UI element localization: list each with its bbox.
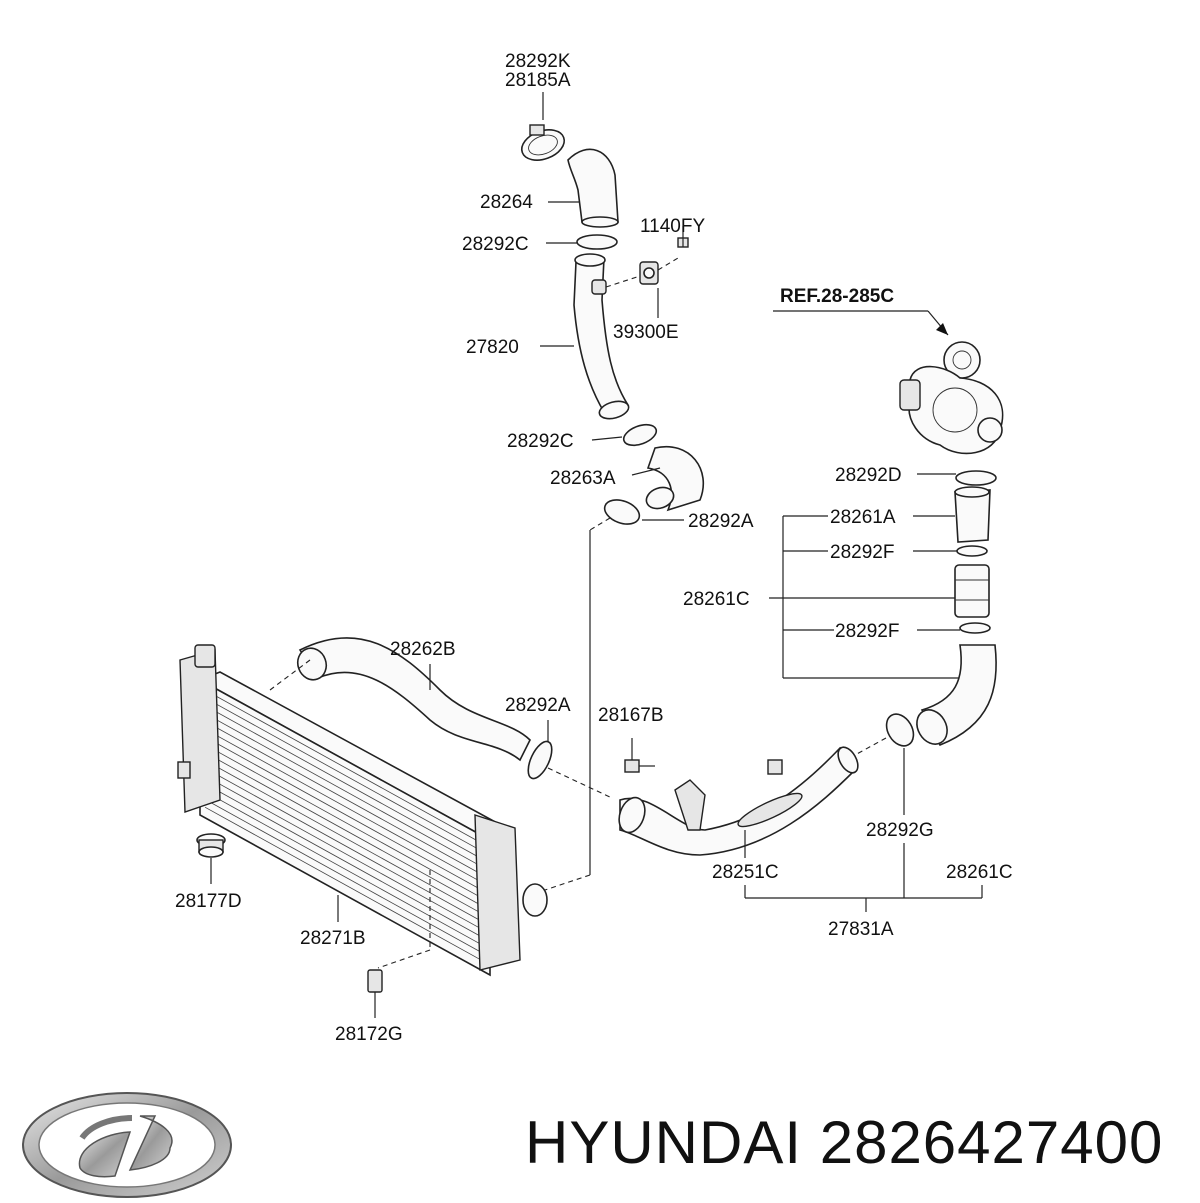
- label-28251c: 28251C: [712, 862, 779, 883]
- clamp-28292c-lower: [622, 423, 658, 447]
- clamp-28292k: [520, 124, 566, 161]
- label-28292a-lower: 28292A: [505, 695, 571, 716]
- grommet-28177d: [196, 833, 226, 858]
- hose-28261a: [954, 486, 991, 543]
- label-27820: 27820: [466, 337, 519, 358]
- hose-28262b: [296, 637, 531, 762]
- label-28172g: 28172G: [335, 1024, 403, 1045]
- label-28261c-lower: 28261C: [946, 862, 1013, 883]
- hose-28263a: [645, 445, 705, 512]
- label-28263a: 28263A: [550, 468, 616, 489]
- label-28292a-upper: 28292A: [688, 511, 754, 532]
- intercooler-28271b: [177, 644, 548, 977]
- footer-caption: HYUNDAI 2826427400: [525, 1109, 1164, 1176]
- label-28292c-lower: 28292C: [507, 431, 574, 452]
- turbocharger: [899, 341, 1004, 455]
- clamp-28292f-upper: [956, 545, 988, 557]
- label-28271b: 28271B: [300, 928, 366, 949]
- label-28292f-upper: 28292F: [830, 542, 894, 563]
- hyundai-logo-icon: [22, 1092, 232, 1198]
- label-27831a: 27831A: [828, 919, 894, 940]
- sensor-39300e: [639, 226, 689, 285]
- parts-diagram: 28292K 28185A 28264 1140FY 28292C 39300E…: [175, 51, 1013, 1045]
- hose-28264: [567, 148, 619, 228]
- clamp-28292g: [885, 713, 915, 747]
- label-28262b: 28262B: [390, 639, 456, 660]
- label-28264: 28264: [480, 192, 533, 213]
- pipe-27820: [573, 253, 641, 420]
- pipe-28251c: [618, 746, 859, 856]
- label-28292f-lower: 28292F: [835, 621, 899, 642]
- label-39300e: 39300E: [613, 322, 679, 343]
- label-28292d: 28292D: [835, 465, 902, 486]
- label-28292k: 28292K: [505, 51, 571, 72]
- clamp-28292f-lower: [959, 622, 991, 634]
- label-1140fy: 1140FY: [640, 216, 705, 237]
- label-28292c-upper: 28292C: [462, 234, 529, 255]
- label-28185a: 28185A: [505, 70, 571, 91]
- label-ref-28-285c: REF.28-285C: [780, 286, 894, 307]
- label-28167b: 28167B: [598, 705, 664, 726]
- clamp-28292d: [955, 470, 997, 486]
- clip-28172g: [367, 969, 383, 993]
- clamp-28292c-upper: [576, 234, 618, 250]
- bolt-28167b: [624, 738, 655, 773]
- clamp-28292a-upper: [603, 499, 641, 525]
- hose-28261c-upper: [954, 564, 990, 618]
- label-28292g: 28292G: [866, 820, 934, 841]
- label-28261c-upper: 28261C: [683, 589, 750, 610]
- label-28261a: 28261A: [830, 507, 896, 528]
- hose-28261c-lower: [916, 644, 997, 747]
- label-28177d: 28177D: [175, 891, 242, 912]
